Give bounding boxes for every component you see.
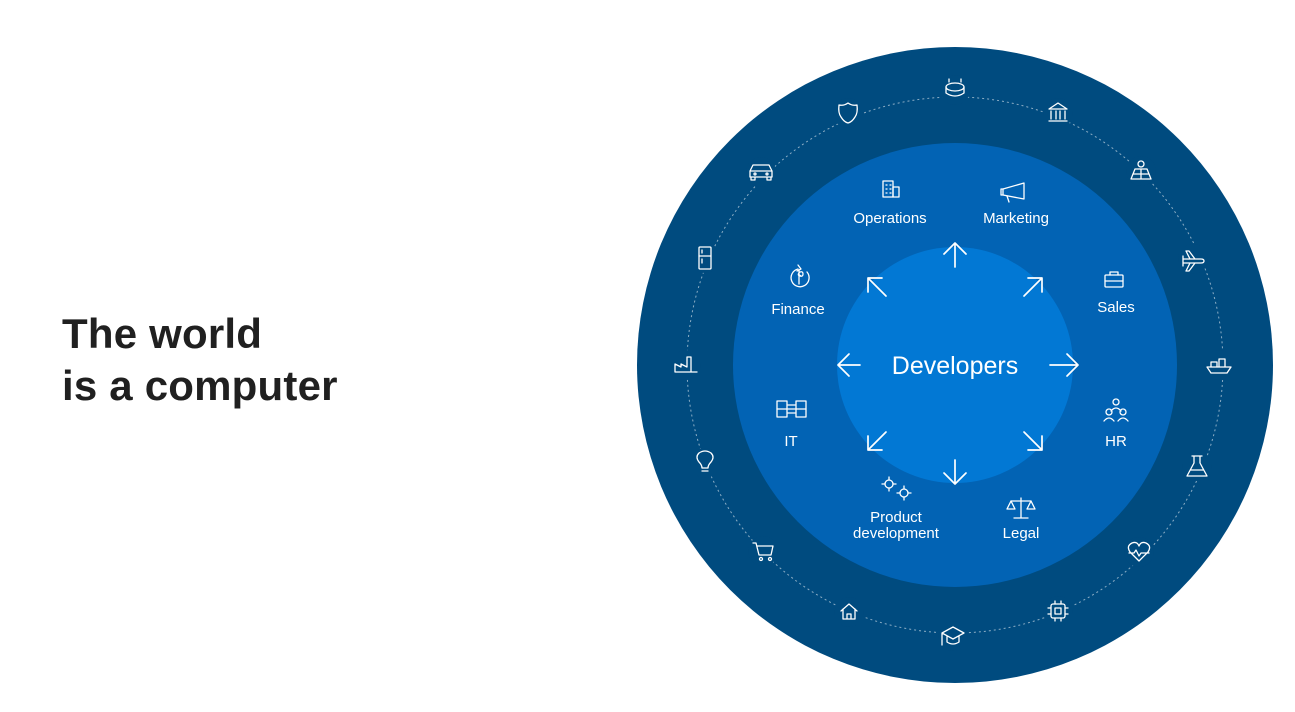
- function-label-hr: HR: [1105, 433, 1127, 450]
- ship-icon: [1204, 350, 1234, 380]
- function-label-product-line2: development: [853, 525, 940, 542]
- building-icon: [882, 180, 900, 198]
- car-icon: [746, 157, 776, 187]
- headline-line-2: is a computer: [62, 362, 338, 409]
- function-label-sales: Sales: [1097, 299, 1135, 316]
- arrow-left-icon: [837, 353, 861, 377]
- heart-pulse-icon: [1124, 537, 1154, 567]
- gears-icon: [881, 476, 912, 501]
- chip-icon: [1043, 596, 1073, 626]
- arrow-down-left-icon: [867, 431, 887, 451]
- map-icon: [1126, 156, 1156, 186]
- airplane-icon: [1178, 244, 1208, 274]
- inner-circle: [837, 247, 1073, 483]
- dollar-cycle-icon: [790, 264, 810, 288]
- arrow-down-right-icon: [1023, 431, 1043, 451]
- function-label-legal: Legal: [1003, 525, 1040, 542]
- arrow-down-icon: [943, 459, 967, 485]
- arrow-up-left-icon: [867, 277, 887, 297]
- function-label-finance: Finance: [771, 301, 824, 318]
- function-label-marketing: Marketing: [983, 210, 1049, 227]
- arrow-right-icon: [1049, 353, 1079, 377]
- home-icon: [834, 597, 864, 627]
- bank-icon: [1043, 98, 1073, 128]
- function-label-product-line1: Product: [870, 509, 923, 526]
- arrow-up-right-icon: [1023, 277, 1043, 297]
- function-label-it: IT: [784, 433, 797, 450]
- graduation-cap-icon: [938, 621, 968, 651]
- server-icon: [776, 400, 807, 418]
- briefcase-icon: [1104, 271, 1124, 288]
- function-labels: Operations Marketing Sales HR Legal Prod…: [771, 210, 1134, 542]
- scales-icon: [1006, 497, 1036, 519]
- lightbulb-icon: [690, 448, 720, 478]
- arrows: [837, 242, 1079, 485]
- factory-icon: [671, 350, 701, 380]
- flask-icon: [1182, 451, 1212, 481]
- people-icon: [1103, 398, 1129, 422]
- megaphone-icon: [1000, 182, 1025, 203]
- function-icons: [776, 180, 1129, 519]
- headline: The world is a computer: [62, 308, 338, 412]
- fridge-icon: [690, 243, 720, 273]
- function-label-operations: Operations: [853, 210, 926, 227]
- industry-icons: [671, 75, 1234, 651]
- arrow-up-icon: [943, 242, 967, 268]
- police-badge-icon: [833, 98, 863, 128]
- center-label: Developers: [892, 352, 1018, 380]
- stadium-icon: [940, 75, 970, 105]
- headline-line-1: The world: [62, 310, 263, 357]
- cart-icon: [748, 536, 778, 566]
